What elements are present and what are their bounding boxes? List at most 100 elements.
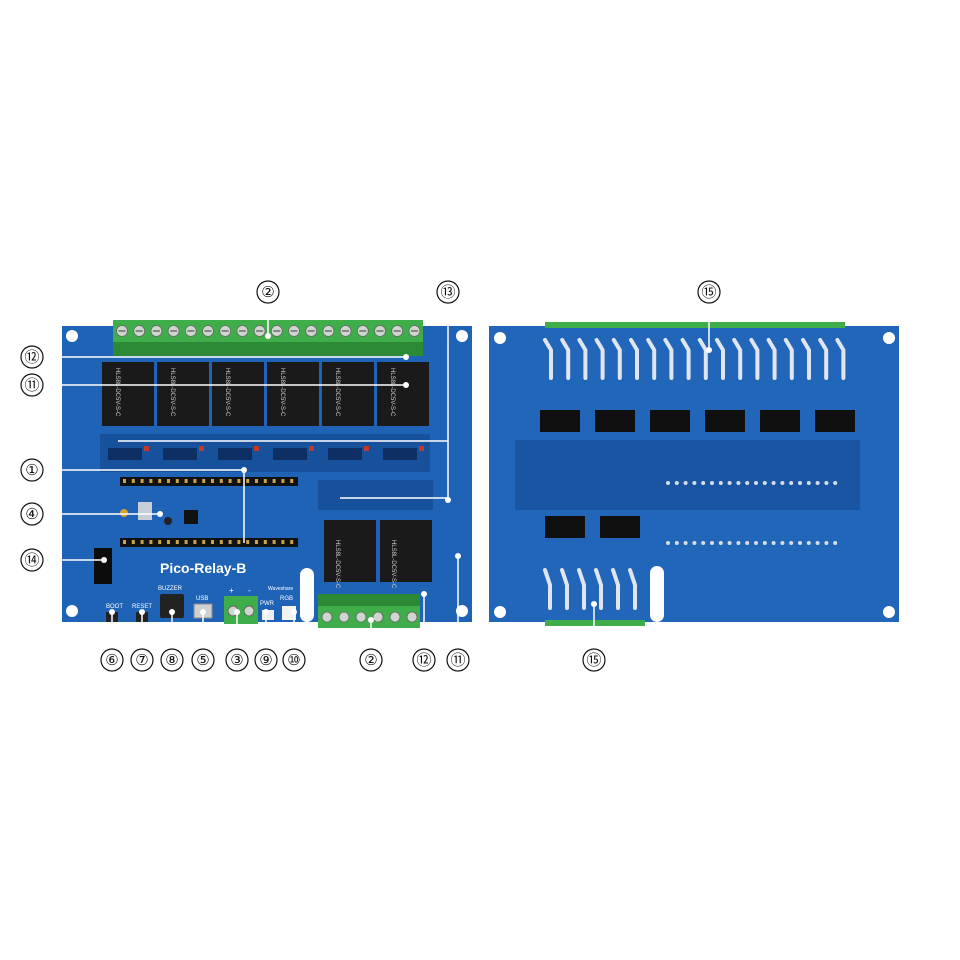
callout-front-bottom-4-ring [225, 648, 249, 672]
callout-front-bottom-9: ⑪ [450, 651, 465, 669]
header-pad [745, 541, 750, 545]
header-pad [789, 541, 794, 545]
callout-front-left-4: ④ [25, 505, 38, 523]
callout-front-bottom-3-ring [191, 648, 215, 672]
callout-front-left-1-ring [20, 458, 44, 482]
callout-front-left-1: ① [25, 461, 38, 479]
silk-buzzer: BUZZER [158, 586, 183, 592]
driver-ic [383, 448, 417, 460]
pico-header-bottom [120, 538, 298, 547]
header-pad [718, 541, 723, 545]
callout-back-bottom-15-ring [582, 648, 606, 672]
board-title: Pico-Relay-B [160, 560, 246, 576]
header-pad [754, 481, 758, 485]
led [144, 446, 149, 451]
callout-front-bottom-7: ② [364, 651, 377, 669]
header-pad [683, 481, 688, 485]
header-pad [683, 541, 688, 545]
callout-front-left-12-ring [20, 345, 44, 369]
leader-dot [263, 609, 269, 615]
board-notch [300, 568, 314, 622]
solder-lead [543, 568, 552, 610]
driver-ic [328, 448, 362, 460]
header-pad [824, 481, 829, 485]
header-pin [255, 540, 258, 544]
header-pad [798, 541, 802, 545]
header-pin [219, 540, 223, 544]
sensor-chip [138, 502, 152, 520]
header-pin [237, 540, 241, 544]
header-pad [780, 541, 785, 545]
callout-front-left-14-ring [20, 548, 44, 572]
relay-footprint [760, 410, 800, 432]
relay-row: HLS8L-DC5V-S-C HLS8L-DC5V-S-C HLS8L-DC5V-S… [102, 362, 429, 426]
buzzer [160, 594, 184, 618]
solder-lead [783, 338, 794, 380]
relay-marking: HLS8L-DC5V-S-C [334, 368, 340, 417]
header-pad [771, 481, 776, 485]
callout-front-left-12: ⑫ [24, 348, 39, 366]
header-pin [202, 479, 206, 483]
led [419, 446, 424, 451]
header-pad [701, 541, 706, 545]
solder-lead [628, 568, 637, 610]
header-pin [123, 540, 126, 544]
front-board: HLS8L-DC5V-S-C HLS8L-DC5V-S-C HLS8L-DC5V-S… [62, 320, 472, 628]
header-pin [290, 540, 294, 544]
callout-front-bottom-3: ⑤ [196, 651, 209, 669]
header-pin [184, 540, 188, 544]
brand-label: Waveshare [268, 586, 293, 592]
callout-back-top-15-ring [697, 280, 721, 304]
leader-dot [291, 609, 297, 615]
relay [157, 362, 209, 426]
relay-footprint [600, 516, 640, 538]
mounting-hole [66, 330, 78, 342]
callout-front-bottom-5-ring [254, 648, 278, 672]
leader-dot [109, 609, 115, 615]
solder-lead [818, 338, 829, 380]
header-pad [666, 541, 670, 545]
relay-marking: HLS8L-DC5V-S-C [279, 368, 285, 417]
header-pad [789, 481, 794, 485]
mounting-hole [66, 605, 78, 617]
leader-dot [421, 591, 427, 597]
back-board [489, 322, 899, 626]
header-pin [140, 540, 144, 544]
callout-front-left-4-ring [20, 502, 44, 526]
callout-front-left-11-ring [20, 373, 44, 397]
relay-footprint [545, 516, 585, 538]
leader-dot [139, 609, 145, 615]
leader-dot [455, 553, 461, 559]
solder-lead [835, 338, 846, 380]
solder-lead [766, 338, 777, 380]
solder-lead [594, 568, 603, 610]
solder-lead [560, 568, 569, 610]
driver-ic [108, 448, 142, 460]
solder-lead [611, 338, 622, 380]
callout-front-bottom-2: ⑧ [165, 651, 178, 669]
relay-marking: HLS8L-DC5V-S-C [224, 368, 230, 417]
driver-ic [163, 448, 197, 460]
header-pad [692, 541, 697, 545]
mounting-hole [456, 330, 468, 342]
callout-front-bottom-6: ⑩ [287, 651, 300, 669]
svg-text:HLS8L-DC5V-S-C: HLS8L-DC5V-S-C [390, 540, 396, 589]
header-pad [815, 481, 820, 485]
header-pin [149, 479, 153, 483]
bottom-terminal-block [318, 594, 420, 628]
solder-lead [697, 338, 708, 380]
callout-front-top-2: ② [261, 283, 274, 301]
svg-text:+: + [229, 586, 234, 595]
relay [212, 362, 264, 426]
solder-lead [680, 338, 691, 380]
mounting-hole [883, 606, 895, 618]
silk-rgb: RGB [280, 596, 293, 602]
solder-lead [594, 338, 605, 380]
relay-marking: HLS8L-DC5V-S-C [389, 368, 395, 417]
relay-footprint [540, 410, 580, 432]
led [199, 446, 204, 451]
silk-pwr: PWR [260, 601, 275, 607]
header-pin [158, 540, 162, 544]
header-pad [780, 481, 785, 485]
